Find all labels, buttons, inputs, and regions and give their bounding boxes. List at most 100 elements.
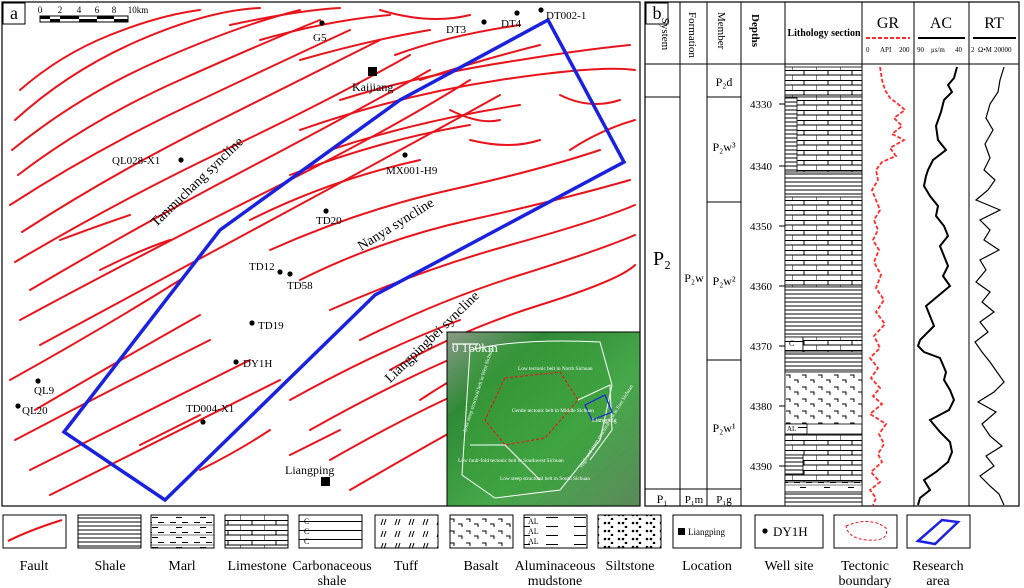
legend-al-letter-2: AL — [528, 527, 539, 536]
legend-siltstone: Siltstone — [597, 514, 662, 574]
legend-siltstone-label: Siltstone — [605, 559, 654, 574]
research-area-outline — [61, 17, 627, 503]
lithology-column — [784, 66, 863, 507]
legend-limestone: Limestone — [224, 514, 289, 574]
member-p1g: P₁g — [716, 494, 732, 506]
scale-tick-2: 2 — [58, 5, 63, 15]
legend-shale-label: Shale — [94, 559, 125, 574]
rt-scale-max: 20000 — [994, 46, 1012, 54]
well-ql9: QL9 — [34, 385, 55, 397]
location-marker-kaijiang — [368, 67, 377, 76]
legend-label-line: mudstone — [528, 574, 582, 588]
header-ac: AC — [930, 15, 952, 32]
legend-well-sample: DY1H — [773, 524, 808, 539]
ac-scale-min: 90 — [917, 46, 925, 54]
legend-al-letter-3: AL — [528, 537, 539, 546]
scale-tick-10km: 10km — [128, 5, 149, 15]
litho-carb-letter: C — [789, 339, 794, 348]
well-dt3: DT3 — [446, 24, 467, 36]
well-dt002-1: DT002-1 — [546, 10, 586, 22]
legend-label-line: boundary — [839, 574, 892, 588]
header-lithology: Lithology section — [787, 28, 860, 39]
panel-a-label-box — [2, 2, 26, 25]
legend-location-label: Location — [682, 559, 732, 574]
legend-location-sample: Liangping — [688, 527, 725, 537]
well-ql028-x1: QL028-X1 — [112, 155, 160, 167]
legend-label-line: area — [926, 574, 950, 588]
inset-map: 0 160km Low tectonic belt in North Sichu… — [446, 331, 641, 507]
legend-carb-letter-2: C — [304, 527, 309, 536]
depth-4390: 4390 — [750, 461, 773, 473]
rt-scale-unit: Ω•M — [978, 46, 993, 54]
well-ql20: QL20 — [22, 405, 48, 417]
legend-label-line: Carbonaceous — [292, 559, 371, 574]
gr-scale-max: 200 — [899, 46, 910, 54]
well-dy1h: DY1H — [243, 358, 272, 370]
legend-al-letter-1: AL — [528, 517, 539, 526]
legend-label-line: Research — [912, 559, 963, 574]
well-sites: G5 DT3 DT4 DT002-1 QL028-X1 MX001-H9 TD2… — [15, 7, 586, 425]
legend-shale: Shale — [77, 514, 142, 574]
legend-well-marker — [762, 528, 768, 534]
legend-label-line: Tectonic — [841, 559, 889, 574]
gr-scale-unit: API — [880, 46, 892, 54]
well-td004-x1: TD004-X1 — [186, 403, 234, 415]
legend-tuff: Tuff — [374, 514, 439, 574]
legend-carb-letter-3: C — [304, 537, 309, 546]
member-p2w1: P₂w¹ — [712, 421, 736, 435]
legend-well-label: Well site — [764, 559, 813, 574]
formation-p1m: P₁m — [685, 494, 704, 506]
legend-basalt: Basalt — [449, 514, 514, 574]
legend-limestone-label: Limestone — [227, 559, 286, 574]
well-g5: G5 — [313, 32, 327, 44]
well-td20: TD20 — [316, 215, 342, 227]
legend-label-line: Aluminaceous — [515, 559, 596, 574]
depth-4370: 4370 — [750, 341, 773, 353]
legend-location-marker — [678, 528, 685, 535]
gr-log — [868, 66, 907, 506]
ac-log — [916, 66, 958, 506]
legend: Fault Shale Marl Limestone C C C Carbona… — [2, 514, 971, 588]
legend-fault: Fault — [2, 514, 67, 574]
inset-scale: 0 160km — [452, 340, 498, 355]
inset-place-liangping: Liangping — [592, 418, 617, 424]
panel-b-label-box — [645, 2, 669, 25]
depth-4380: 4380 — [750, 401, 773, 413]
inset-region-north: Low tectonic belt in North Sichuan — [518, 366, 593, 372]
location-marker-liangping — [321, 477, 330, 486]
scale-tick-0: 0 — [38, 5, 43, 15]
well-td19: TD19 — [258, 320, 284, 332]
member-p2w2: P₂w² — [712, 274, 736, 288]
legend-carb-letter-1: C — [304, 517, 309, 526]
header-rt: RT — [984, 15, 1004, 32]
depth-4330: 4330 — [750, 99, 773, 111]
inset-region-middle: Gentle tectonic belt in Middle Sichuan — [512, 408, 594, 414]
map-panel: a 0 2 4 6 8 10km — [1, 1, 641, 507]
inset-region-south: Low steep structural belt in South Sichu… — [500, 476, 590, 482]
member-p2d: P₂d — [716, 75, 733, 89]
panel-b-label: b — [653, 3, 662, 23]
gr-scale-min: 0 — [866, 46, 870, 54]
scale-tick-4: 4 — [77, 5, 82, 15]
location-kaijiang: Kaijiang — [352, 80, 393, 94]
legend-location: Liangping Location — [672, 514, 742, 574]
inset-region-southwest: Low fault-fold tectonic belt in Southwes… — [458, 457, 564, 464]
header-depths: Depths — [749, 14, 761, 48]
header-system: System — [659, 18, 671, 51]
ac-scale-unit: μs/m — [931, 46, 945, 54]
member-p2w3: P₂w³ — [712, 140, 736, 154]
system-p1: P₁ — [657, 492, 668, 506]
location-liangping: Liangping — [285, 463, 334, 477]
legend-marl-label: Marl — [168, 559, 195, 574]
header-formation: Formation — [686, 12, 698, 58]
header-member: Member — [715, 12, 727, 50]
legend-marl: Marl — [150, 514, 215, 574]
legend-fault-label: Fault — [20, 559, 49, 574]
well-dt4: DT4 — [501, 18, 522, 30]
